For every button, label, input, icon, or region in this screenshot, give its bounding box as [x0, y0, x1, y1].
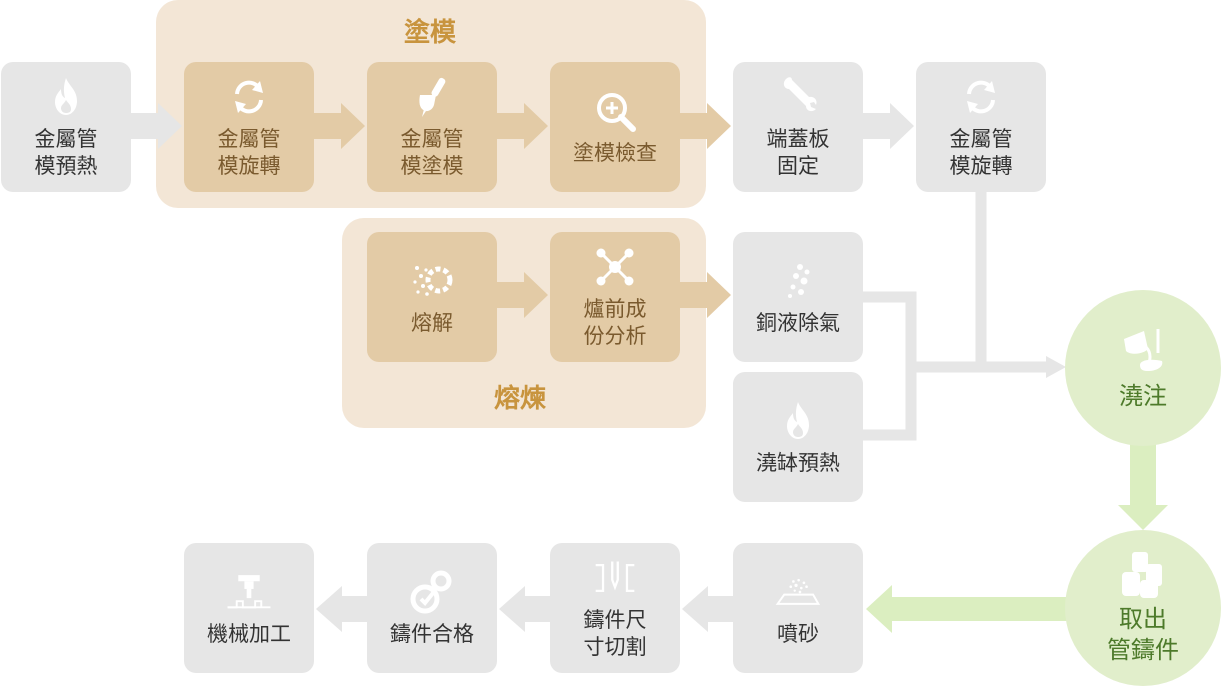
step-label: 取出管鑄件	[1107, 605, 1179, 664]
rotate-icon	[958, 74, 1004, 120]
arrow-pour-to-extract	[1118, 443, 1168, 530]
sand-icon	[775, 569, 821, 615]
step-label: 鑄件尺寸切割	[583, 608, 647, 659]
melt-gear-icon	[409, 258, 455, 304]
molecule-icon	[592, 244, 638, 290]
arrow-blast-to-cut	[682, 586, 733, 632]
step-endcap: 端蓋板固定	[733, 62, 863, 192]
step-label: 澆缽預熱	[756, 450, 840, 475]
step-label: 金屬管模預熱	[34, 127, 98, 178]
arrow-rotate-to-coat	[314, 103, 365, 149]
check-icon	[409, 569, 455, 615]
step-extract: 取出管鑄件	[1065, 530, 1221, 686]
step-rotate-1: 金屬管模旋轉	[184, 62, 314, 192]
arrow-endcap-to-rotate	[863, 103, 914, 149]
step-analysis: 爐前成份分析	[550, 232, 680, 362]
bubbles-icon	[775, 258, 821, 304]
flame-icon	[775, 398, 821, 444]
step-rotate-2: 金屬管模旋轉	[916, 62, 1046, 192]
step-label: 鑄件合格	[390, 621, 474, 646]
step-label: 澆注	[1119, 381, 1167, 410]
wrench-icon	[775, 74, 821, 120]
step-ladle-preheat: 澆缽預熱	[733, 372, 863, 502]
step-sandblast: 噴砂	[733, 543, 863, 673]
step-label: 銅液除氣	[756, 310, 840, 335]
step-melt: 熔解	[367, 232, 497, 362]
step-label: 機械加工	[207, 621, 291, 646]
flame-icon	[43, 74, 89, 120]
step-degas: 銅液除氣	[733, 232, 863, 362]
arrow-melt-to-analysis	[497, 272, 548, 318]
rotate-icon	[226, 74, 272, 120]
step-coat: 金屬管模塗模	[367, 62, 497, 192]
step-label: 塗模檢查	[573, 140, 657, 165]
step-label: 爐前成份分析	[583, 297, 647, 348]
arrow-coat-to-inspect	[497, 103, 548, 149]
brush-icon	[409, 74, 455, 120]
arrow-inspect-to-endcap	[680, 103, 731, 149]
arrow-extract-to-blast	[866, 585, 1068, 633]
step-preheat: 金屬管模預熱	[1, 62, 131, 192]
step-cut: 鑄件尺寸切割	[550, 543, 680, 673]
arrow-preheat-to-rotate	[131, 103, 182, 149]
arrow-cut-to-qc	[499, 586, 550, 632]
step-label: 金屬管模旋轉	[949, 127, 1013, 178]
step-label: 熔解	[411, 310, 453, 335]
castings-icon	[1118, 550, 1168, 600]
arrow-head-to-pour	[1046, 356, 1066, 378]
arrow-qc-to-machine	[316, 586, 367, 632]
cut-icon	[592, 555, 638, 601]
step-label: 噴砂	[777, 621, 819, 646]
step-pour: 澆注	[1065, 290, 1221, 446]
magnifier-icon	[592, 88, 638, 134]
step-inspect: 塗模檢查	[550, 62, 680, 192]
step-machining: 機械加工	[184, 543, 314, 673]
machine-icon	[226, 569, 272, 615]
pour-icon	[1118, 325, 1168, 375]
step-qc-pass: 鑄件合格	[367, 543, 497, 673]
arrow-analysis-to-degas	[680, 272, 731, 318]
step-label: 端蓋板固定	[766, 127, 830, 178]
smelting-group-title: 熔煉	[493, 384, 546, 414]
step-label: 金屬管模塗模	[400, 127, 464, 178]
step-label: 金屬管模旋轉	[217, 127, 281, 178]
connector-degas-to-merge	[863, 291, 917, 441]
coating-group-title: 塗模	[403, 18, 456, 48]
